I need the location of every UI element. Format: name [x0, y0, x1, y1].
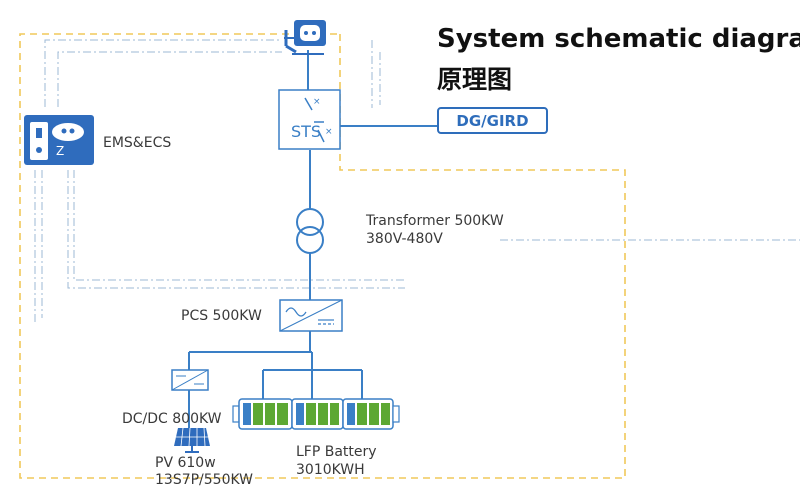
battery-pack-2: [291, 398, 344, 430]
svg-text:×: ×: [325, 127, 333, 137]
battery-pack-1: [232, 398, 293, 430]
ems-label: EMS&ECS: [103, 135, 172, 151]
grid-label: DG/GIRD: [456, 111, 529, 130]
grid-node: DG/GIRD: [437, 107, 548, 134]
transformer-name-label: Transformer 500KW: [366, 213, 504, 229]
communication-lines: [34, 39, 800, 322]
sts-label: STS: [291, 122, 322, 141]
system-boundary: [19, 33, 626, 479]
pv-config-label: 13S7P/550KW: [155, 472, 254, 488]
pv-label: PV 610w: [155, 455, 216, 471]
transformer-voltage-label: 380V-480V: [366, 231, 443, 247]
page-title: System schematic diagram: [437, 24, 800, 54]
battery-pack-3: [342, 398, 400, 430]
pcs-label: PCS 500KW: [181, 308, 262, 324]
dcdc-label: DC/DC 800KW: [122, 411, 222, 427]
page-title-cn: 原理图: [437, 65, 513, 94]
power-lines: [188, 50, 437, 430]
battery-label: LFP Battery: [296, 444, 377, 460]
svg-text:Z: Z: [56, 144, 64, 158]
svg-text:×: ×: [313, 97, 321, 107]
battery-capacity-label: 3010KWH: [296, 462, 365, 478]
